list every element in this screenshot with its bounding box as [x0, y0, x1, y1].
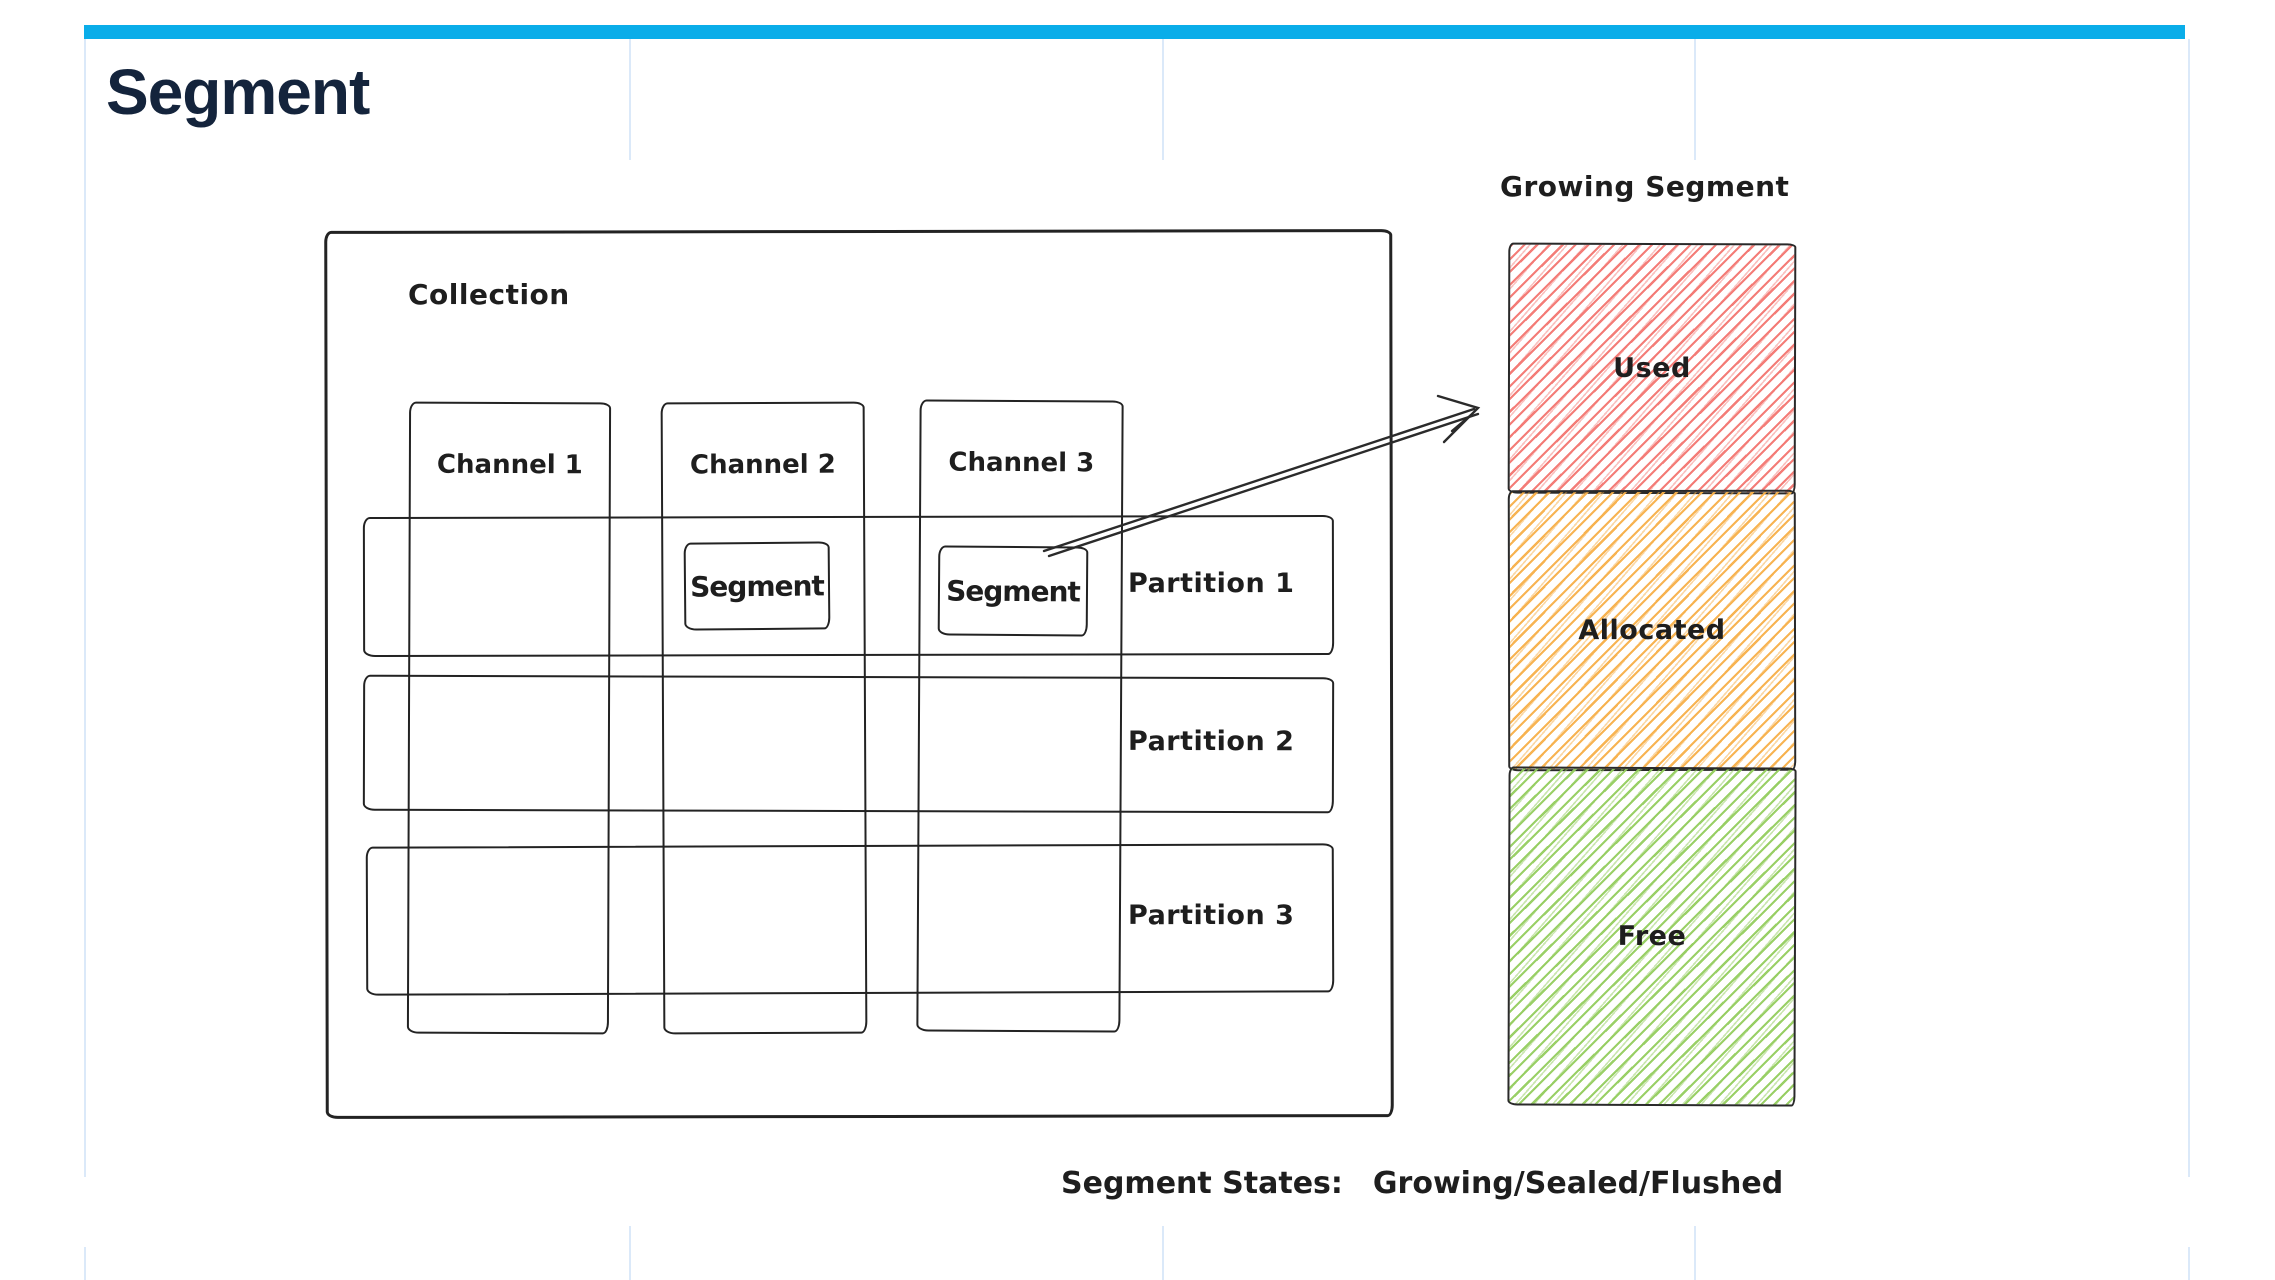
- segment-label: Segment: [690, 568, 824, 604]
- grid-guide-line: [2188, 39, 2190, 1177]
- caption-prefix: Segment States:: [1061, 1166, 1343, 1201]
- growing-segment-allocated-block: Allocated: [1507, 489, 1797, 772]
- free-label: Free: [1617, 920, 1687, 953]
- page-title: Segment: [106, 56, 370, 128]
- grid-guide-line: [1162, 1226, 1164, 1280]
- grid-guide-line: [629, 39, 631, 160]
- grid-guide-line: [84, 39, 86, 1177]
- partition-2-label: Partition 2: [1128, 726, 1295, 757]
- allocated-label: Allocated: [1578, 614, 1726, 647]
- channel-2-label: Channel 2: [689, 449, 836, 481]
- grid-guide-line: [84, 1247, 86, 1280]
- segment-label: Segment: [946, 574, 1080, 608]
- grid-guide-line: [629, 1226, 631, 1280]
- growing-segment-free-block: Free: [1507, 766, 1797, 1107]
- channel-1-label: Channel 1: [436, 449, 583, 481]
- partition-3-label: Partition 3: [1128, 900, 1295, 931]
- channel-3-label: Channel 3: [948, 447, 1095, 479]
- grid-guide-line: [1694, 1226, 1696, 1280]
- caption-value: Growing/Sealed/Flushed: [1372, 1166, 1784, 1201]
- growing-segment-used-block: Used: [1507, 242, 1797, 495]
- grid-guide-line: [2188, 1247, 2190, 1280]
- grid-guide-line: [1694, 39, 1696, 160]
- segment-states-caption: Segment States: Growing/Sealed/Flushed: [1061, 1166, 1783, 1201]
- segment-box: Segment: [683, 541, 831, 631]
- collection-label: Collection: [408, 278, 570, 311]
- used-label: Used: [1613, 352, 1691, 385]
- grid-guide-line: [1162, 39, 1164, 160]
- growing-segment-title: Growing Segment: [1500, 170, 1790, 203]
- top-accent-bar: [84, 25, 2185, 39]
- partition-1-label: Partition 1: [1128, 568, 1295, 599]
- segment-box: Segment: [937, 545, 1089, 637]
